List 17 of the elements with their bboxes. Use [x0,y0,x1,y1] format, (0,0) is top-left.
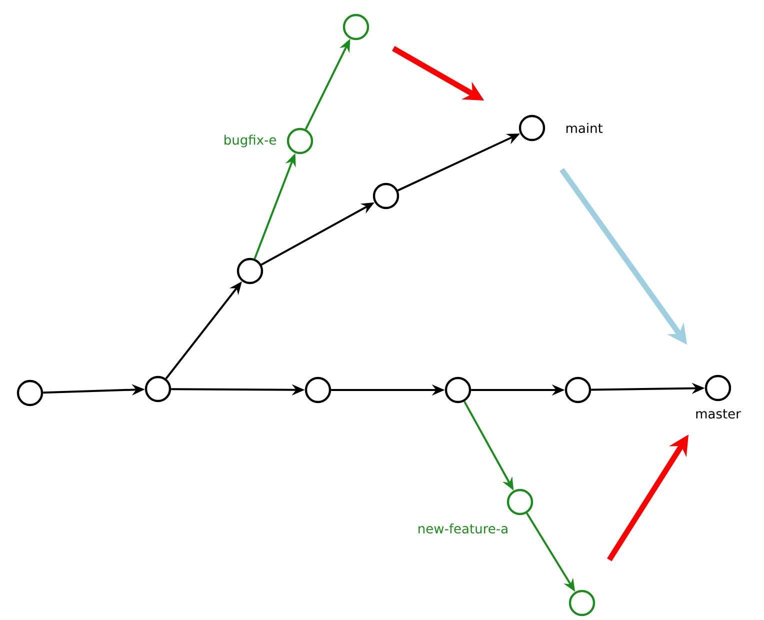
commit-circle [236,258,264,284]
commit-circle [372,182,400,210]
commit-circle [518,114,546,142]
branch-label: maint [566,122,603,134]
commit-circle [286,128,314,154]
commit-circle [144,376,172,402]
commit-circle [704,374,732,402]
branch-label: new-feature-a [418,523,508,534]
commit-circle [506,488,534,516]
branch-label: bugfix-e [224,134,276,148]
commit-circle [342,14,370,40]
commit-circle [304,376,332,404]
commit-circle [568,590,596,616]
commit-circle [564,376,592,404]
branch-label: master [696,409,741,419]
commit-circle [444,376,472,404]
commit-circle [16,380,44,406]
